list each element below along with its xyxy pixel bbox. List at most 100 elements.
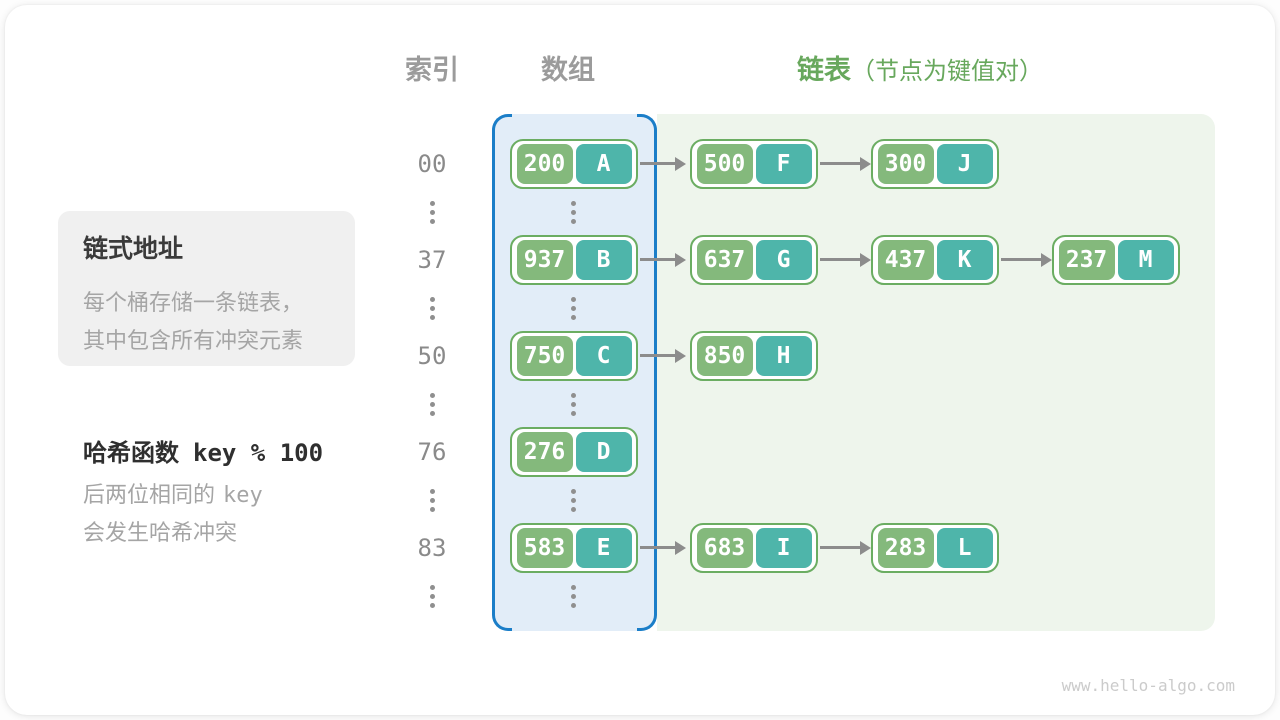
ellipsis-dots <box>563 393 583 416</box>
ellipsis-dot <box>429 585 435 590</box>
key-cell: 850 <box>696 336 753 376</box>
ellipsis-dot <box>429 594 435 599</box>
key-cell: 637 <box>696 240 753 280</box>
ellipsis-dot <box>429 315 435 320</box>
ellipsis-dot <box>570 489 576 494</box>
ellipsis-dot <box>429 219 435 224</box>
value-cell: C <box>575 336 632 376</box>
ellipsis-dots <box>422 393 442 416</box>
hash-function-formula: key % 100 <box>193 439 324 467</box>
key-cell: 237 <box>1058 240 1115 280</box>
ellipsis-dot <box>570 507 576 512</box>
ellipsis-dot <box>570 594 576 599</box>
next-pointer-arrow <box>640 258 675 261</box>
ellipsis-dot <box>570 411 576 416</box>
key-cell: 200 <box>516 144 573 184</box>
key-cell: 937 <box>516 240 573 280</box>
value-cell: G <box>755 240 812 280</box>
ellipsis-dot <box>429 402 435 407</box>
next-pointer-arrow <box>1001 258 1041 261</box>
next-pointer-arrow <box>640 162 675 165</box>
ellipsis-dot <box>429 306 435 311</box>
ellipsis-dot <box>429 498 435 503</box>
ellipsis-dot <box>570 402 576 407</box>
ellipsis-dot <box>570 306 576 311</box>
column-header-linked-list: 链表（节点为键值对） <box>797 53 1043 87</box>
key-cell: 750 <box>516 336 573 376</box>
hash-function-title: 哈希函数 key % 100 <box>83 433 323 468</box>
key-cell: 283 <box>877 528 934 568</box>
ellipsis-dot <box>570 603 576 608</box>
index-label: 76 <box>417 438 447 466</box>
ellipsis-dot <box>429 201 435 206</box>
index-label: 00 <box>417 150 447 178</box>
ellipsis-dots <box>563 489 583 512</box>
value-cell: D <box>575 432 632 472</box>
ellipsis-dots <box>422 297 442 320</box>
ellipsis-dots <box>563 297 583 320</box>
key-cell: 500 <box>696 144 753 184</box>
value-cell: A <box>575 144 632 184</box>
hash-note-line2: 会发生哈希冲突 <box>83 520 238 545</box>
concept-box-line1: 每个桶存储一条链表， <box>83 290 304 315</box>
key-cell: 583 <box>516 528 573 568</box>
concept-box-title: 链式地址 <box>83 235 184 263</box>
ellipsis-dots <box>422 201 442 224</box>
column-header-linked-list-note: （节点为键值对） <box>851 58 1043 85</box>
ellipsis-dot <box>570 393 576 398</box>
ellipsis-dots <box>422 585 442 608</box>
index-label: 83 <box>417 534 447 562</box>
ellipsis-dot <box>429 393 435 398</box>
website-url: www.hello-algo.com <box>1061 676 1235 695</box>
next-pointer-arrow <box>640 546 675 549</box>
column-header-array: 数组 <box>541 55 595 85</box>
array-bracket-left <box>492 114 512 631</box>
column-header-linked-list-label: 链表 <box>797 55 851 85</box>
ellipsis-dots <box>563 201 583 224</box>
next-pointer-arrow <box>820 546 860 549</box>
key-cell: 437 <box>877 240 934 280</box>
value-cell: J <box>936 144 993 184</box>
value-cell: M <box>1117 240 1174 280</box>
ellipsis-dot <box>570 585 576 590</box>
ellipsis-dot <box>570 315 576 320</box>
index-label: 50 <box>417 342 447 370</box>
key-cell: 683 <box>696 528 753 568</box>
value-cell: E <box>575 528 632 568</box>
key-cell: 300 <box>877 144 934 184</box>
value-cell: H <box>755 336 812 376</box>
ellipsis-dot <box>429 210 435 215</box>
ellipsis-dot <box>570 219 576 224</box>
hash-function-label: 哈希函数 <box>83 440 179 467</box>
next-pointer-arrow <box>820 162 860 165</box>
ellipsis-dots <box>563 585 583 608</box>
value-cell: I <box>755 528 812 568</box>
hash-note-line1-text: 后两位相同的 <box>83 482 216 507</box>
ellipsis-dot <box>570 498 576 503</box>
ellipsis-dot <box>429 489 435 494</box>
next-pointer-arrow <box>640 354 675 357</box>
ellipsis-dot <box>429 411 435 416</box>
ellipsis-dot <box>429 507 435 512</box>
ellipsis-dot <box>570 201 576 206</box>
concept-box-line2: 其中包含所有冲突元素 <box>83 328 304 353</box>
hash-note-line1-key: key <box>223 483 263 508</box>
array-bracket-right <box>637 114 657 631</box>
index-label: 37 <box>417 246 447 274</box>
value-cell: L <box>936 528 993 568</box>
column-header-index: 索引 <box>405 55 459 85</box>
ellipsis-dot <box>570 297 576 302</box>
